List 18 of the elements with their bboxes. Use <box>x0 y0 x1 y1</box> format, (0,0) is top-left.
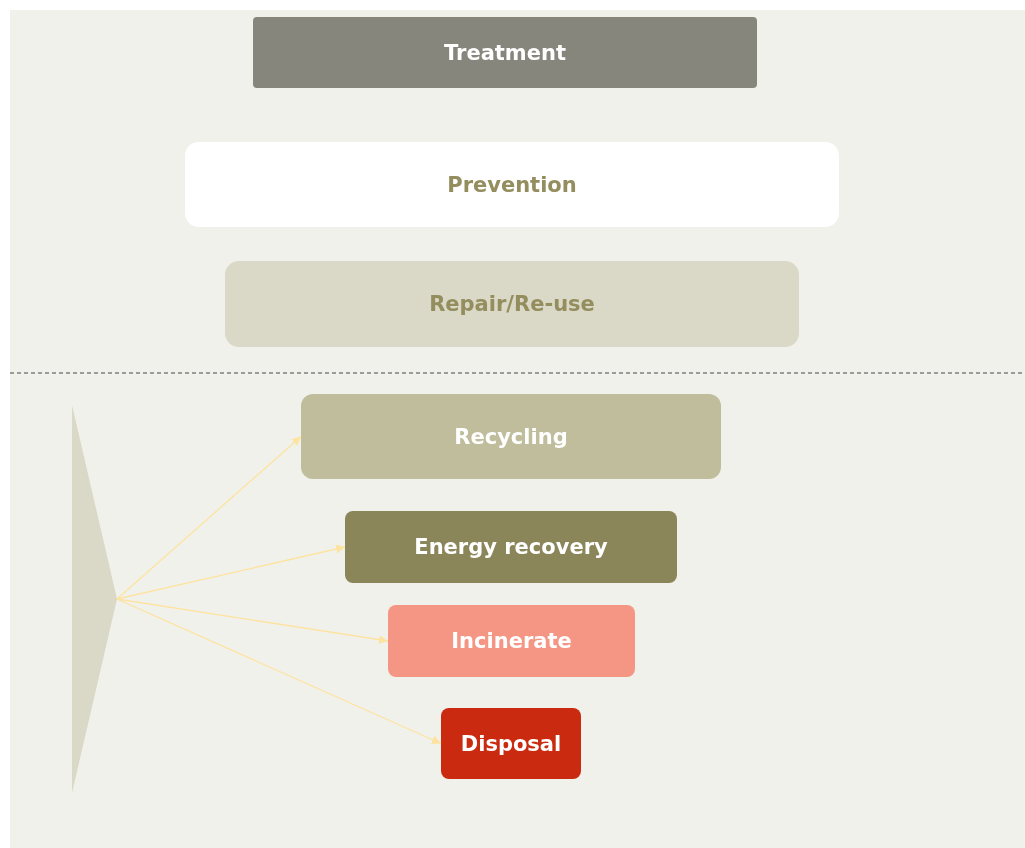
step-box <box>253 17 757 88</box>
arrow <box>116 544 346 600</box>
step-label: Incinerate <box>451 629 572 653</box>
step-box <box>441 708 581 779</box>
step-box <box>225 261 799 347</box>
triangle-shape <box>72 405 117 793</box>
step-box <box>388 605 635 677</box>
arrow <box>116 435 302 600</box>
step-box <box>345 511 677 583</box>
arrow <box>116 598 389 645</box>
step-label: Disposal <box>460 731 562 756</box>
step-label: Treatment <box>444 40 566 65</box>
step-label: Energy recovery <box>414 535 608 559</box>
step-box <box>301 394 721 479</box>
step-label: Prevention <box>447 172 577 197</box>
step-label: Recycling <box>454 424 568 449</box>
step-label: Repair/Re-use <box>429 292 595 316</box>
arrow <box>116 598 442 745</box>
